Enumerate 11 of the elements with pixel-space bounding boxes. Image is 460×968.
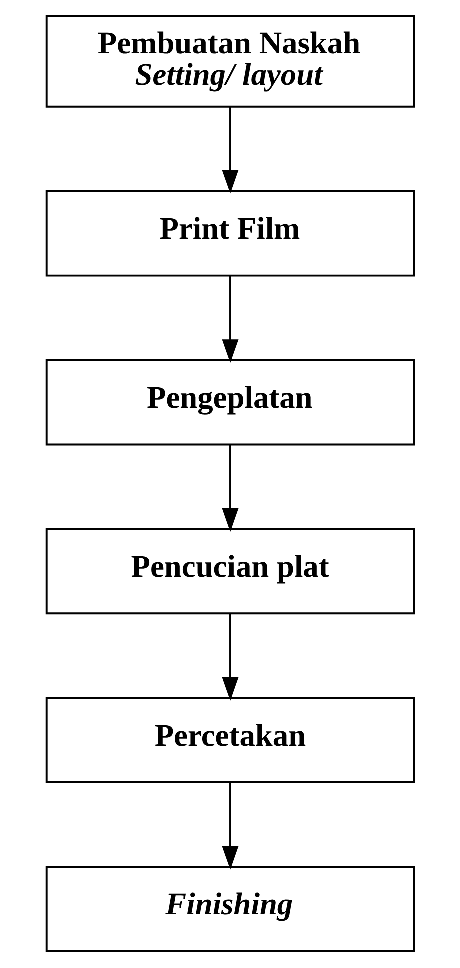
arrow bbox=[222, 614, 238, 701]
node-box: Pembuatan Naskah Setting/ layout bbox=[45, 16, 415, 108]
node-box: Percetakan bbox=[45, 697, 415, 784]
arrow bbox=[222, 445, 238, 532]
arrow bbox=[222, 276, 238, 364]
node-box: Print Film bbox=[45, 190, 415, 277]
node-box: Pencucian plat bbox=[45, 528, 415, 615]
node-box: Finishing bbox=[45, 866, 415, 952]
arrow bbox=[222, 106, 238, 194]
arrow bbox=[222, 783, 238, 870]
node-box: Pengeplatan bbox=[45, 359, 415, 446]
